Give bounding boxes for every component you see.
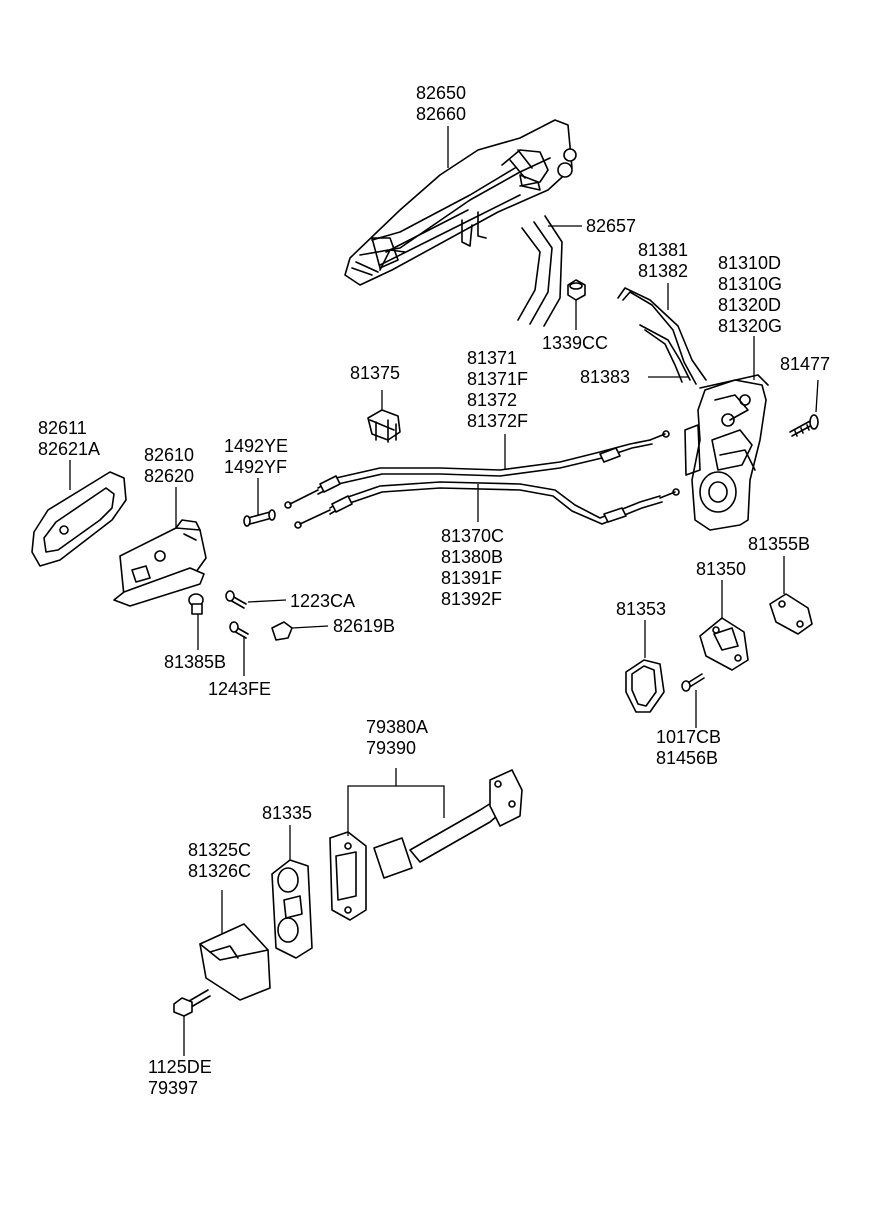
latch-rods-part — [617, 287, 707, 385]
label-striker-plate: 81355B — [748, 534, 810, 555]
label-hinge-assy: 81325C 81326C — [188, 840, 251, 882]
label-line: 82621A — [38, 439, 101, 459]
label-line: 81391F — [441, 568, 503, 588]
label-line: 81320G — [718, 316, 783, 336]
label-outside-handle: 82650 82660 — [416, 83, 466, 125]
label-striker-bolt: 1017CB 81456B — [656, 727, 721, 769]
striker-plate-part — [769, 593, 813, 635]
label-line: 81375 — [350, 363, 401, 383]
label-line: 1223CA — [290, 591, 356, 611]
label-line: 81372 — [467, 390, 518, 410]
hinge-assembly-part — [199, 923, 271, 1001]
label-line: 79390 — [366, 738, 417, 758]
rod-82657-part — [517, 215, 563, 327]
label-line: 81456B — [656, 748, 719, 768]
label-line: 81325C — [188, 840, 252, 860]
cap-part — [271, 621, 293, 641]
latch-screw-part — [789, 414, 819, 437]
label-line: 82660 — [416, 104, 467, 124]
door-checker-part — [329, 769, 523, 921]
label-line: 1492YF — [224, 457, 288, 477]
label-line: 81385B — [164, 652, 227, 672]
label-rod-lower: 82657 — [586, 216, 636, 237]
label-line: 81477 — [780, 354, 831, 374]
label-line: 81326C — [188, 861, 252, 881]
inside-handle-part — [113, 519, 207, 607]
label-checker: 79380A 79390 — [366, 717, 428, 759]
label-line: 82650 — [416, 83, 467, 103]
label-inside-handle: 82610 82620 — [144, 445, 194, 487]
label-hinge-bolt: 1125DE 79397 — [148, 1057, 212, 1099]
label-line: 82657 — [586, 216, 637, 236]
label-line: 81371F — [467, 369, 529, 389]
seal-part — [625, 659, 665, 713]
label-latch-assy: 81310D 81310G 81320D 81320G — [718, 253, 782, 337]
label-seal: 81353 — [616, 599, 666, 620]
label-line: 81370C — [441, 526, 505, 546]
label-line: 82611 — [38, 418, 87, 438]
cables-part — [284, 430, 680, 529]
pin-part — [243, 509, 276, 527]
label-line: 79380A — [366, 717, 429, 737]
label-line: 81392F — [441, 589, 503, 609]
label-line: 81355B — [748, 534, 811, 554]
screw-1243fe-part — [229, 621, 249, 639]
clip-nut-part — [567, 279, 586, 301]
label-clip-nut: 1339CC — [542, 333, 608, 354]
label-line: 79397 — [148, 1078, 199, 1098]
label-latch-screw: 81477 — [780, 354, 830, 375]
label-striker: 81350 — [696, 559, 746, 580]
label-hinge-upper: 81335 — [262, 803, 312, 824]
label-cap: 82619B — [333, 616, 395, 637]
label-line: 82610 — [144, 445, 195, 465]
label-cable-upper: 81371 81371F 81372 81372F — [467, 348, 528, 432]
label-line: 81310D — [718, 253, 782, 273]
label-line: 81335 — [262, 803, 313, 823]
label-line: 81371 — [467, 348, 518, 368]
leader-lines — [69, 126, 819, 1056]
label-cable-clip: 81375 — [350, 363, 400, 384]
grommet-part — [188, 593, 204, 615]
label-pin: 1492YE 1492YF — [224, 436, 288, 478]
cable-clip-part — [367, 409, 401, 443]
hinge-upper-part — [271, 859, 313, 959]
label-line: 1243FE — [208, 679, 272, 699]
label-screw-b: 1243FE — [208, 679, 271, 700]
label-line: 81353 — [616, 599, 667, 619]
outside-handle-part — [344, 119, 577, 286]
label-line: 1125DE — [148, 1057, 212, 1077]
label-line: 82620 — [144, 466, 195, 486]
striker-part — [699, 617, 749, 671]
hinge-bolt-part — [173, 989, 211, 1017]
label-screw-a: 1223CA — [290, 591, 355, 612]
label-grommet: 81385B — [164, 652, 226, 673]
label-line: 81380B — [441, 547, 504, 567]
label-line: 1339CC — [542, 333, 609, 353]
label-rod-clip: 81383 — [580, 367, 630, 388]
screw-1223ca-part — [225, 590, 247, 609]
label-line: 81382 — [638, 261, 689, 281]
label-line: 82619B — [333, 616, 396, 636]
label-line: 81350 — [696, 559, 747, 579]
label-line: 81320D — [718, 295, 782, 315]
bezel-part — [31, 471, 127, 567]
label-cable-lower: 81370C 81380B 81391F 81392F — [441, 526, 504, 610]
label-bezel: 82611 82621A — [38, 418, 100, 460]
label-line: 81372F — [467, 411, 529, 431]
label-line: 1017CB — [656, 727, 722, 747]
label-line: 81310G — [718, 274, 783, 294]
label-line: 81381 — [638, 240, 689, 260]
label-rod-upper: 81381 81382 — [638, 240, 688, 282]
striker-bolt-part — [681, 673, 705, 692]
label-line: 1492YE — [224, 436, 289, 456]
label-line: 81383 — [580, 367, 631, 387]
door-latch-part — [684, 374, 769, 531]
